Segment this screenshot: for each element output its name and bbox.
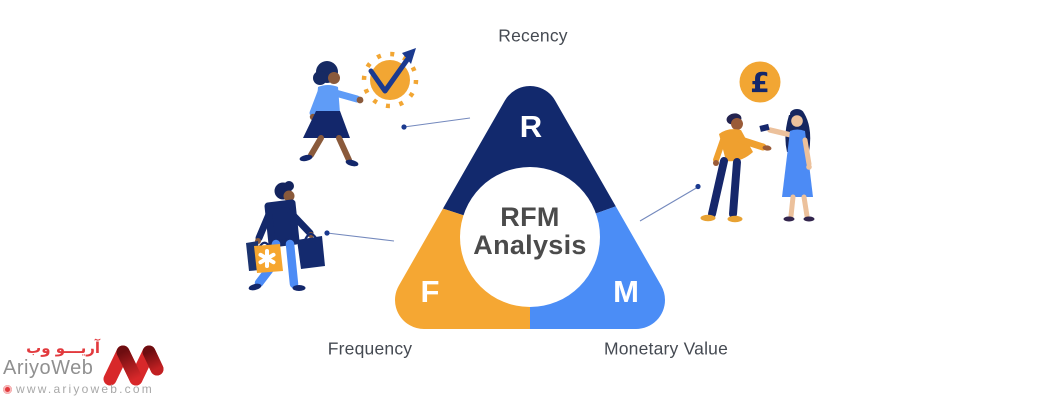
asterisk-icon [258, 249, 276, 268]
frequency-label: Frequency [327, 338, 413, 359]
payment-illustration: £ [700, 61, 815, 223]
frequency-section [162, 117, 530, 400]
leader-line-recency [403, 117, 471, 128]
logo-persian-text: آریـــو وب [26, 339, 100, 357]
ariyoweb-logo: آریـــو وب AriyoWeb www.ariyoweb.com [0, 334, 200, 400]
rfm-triangle [162, 0, 866, 400]
shopper-illustration [246, 181, 325, 291]
man-shirt [719, 129, 753, 162]
pound-coin-icon: £ [739, 61, 781, 103]
letter-f: F [420, 274, 440, 309]
bank-card [759, 123, 770, 132]
monetary-section [530, 117, 866, 400]
leader-dot-monetary [695, 183, 701, 190]
center-title-line2: Analysis [473, 230, 587, 260]
center-title: RFM Analysis [473, 203, 586, 259]
logo-url-text: www.ariyoweb.com [16, 382, 154, 396]
logo-url-row: www.ariyoweb.com [3, 382, 154, 396]
recency-section [162, 0, 866, 237]
leader-line-monetary [639, 186, 699, 222]
pound-symbol: £ [750, 66, 769, 99]
woman-skirt [303, 111, 350, 138]
leader-dot-frequency [324, 230, 330, 236]
letter-r: R [519, 109, 543, 144]
man-face [731, 118, 743, 130]
url-bullet-icon [3, 384, 12, 394]
logo-ribbon-icon [103, 345, 164, 386]
monetary-value-label: Monetary Value [603, 338, 729, 359]
clock-arrow-icon [361, 48, 419, 109]
leader-line-frequency [326, 232, 395, 242]
logo-latin-text: AriyoWeb [3, 357, 94, 379]
paying-woman-face [791, 115, 803, 127]
leader-dot-recency [401, 124, 407, 130]
leader-lines [324, 117, 701, 242]
shopper-face [283, 190, 295, 202]
center-title-line1: RFM [500, 202, 560, 232]
woman-face [328, 72, 340, 84]
navy-bag-right [297, 236, 325, 269]
center-circle [460, 167, 600, 307]
recency-label: Recency [498, 25, 568, 46]
walking-woman-illustration [299, 61, 364, 167]
letter-m: M [613, 274, 639, 309]
